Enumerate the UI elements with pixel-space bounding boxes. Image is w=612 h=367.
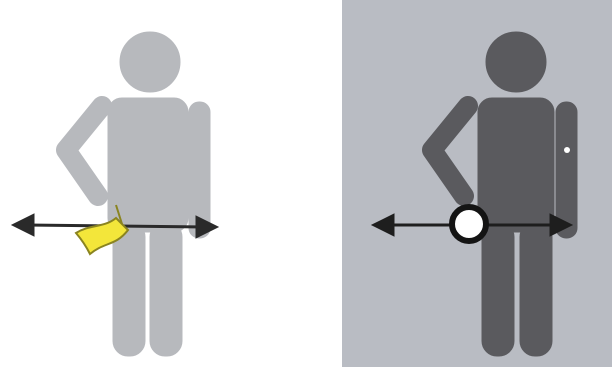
left-figure-head: [120, 32, 180, 92]
right-figure-arm-dot: [564, 147, 570, 153]
left-figure-left-leg: [113, 222, 145, 356]
right-figure-head: [486, 32, 546, 92]
left-figure-right-leg: [150, 222, 182, 356]
left-person-figure: [66, 32, 210, 356]
right-figure-left-leg: [482, 222, 514, 356]
right-figure-right-leg: [520, 222, 552, 356]
left-figure-torso: [108, 98, 188, 232]
right-figure-torso: [478, 98, 554, 232]
white-ring-marker: [452, 207, 486, 241]
left-figure-bent-arm: [66, 106, 102, 196]
right-figure-straight-arm: [556, 102, 577, 238]
